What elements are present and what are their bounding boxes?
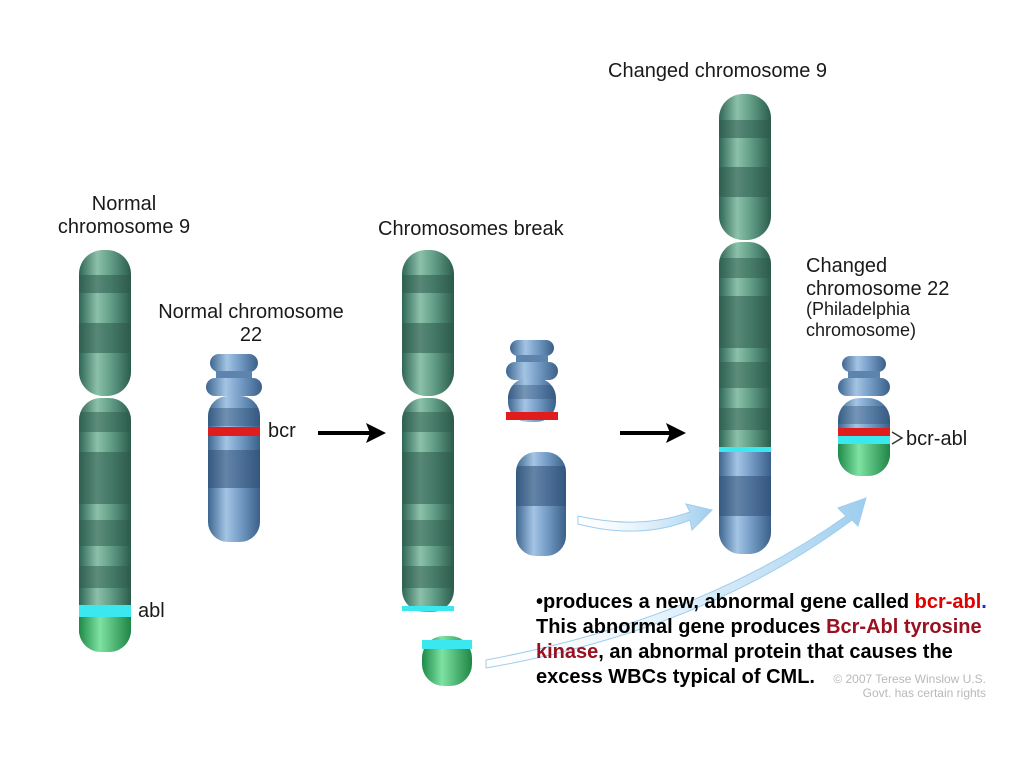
normal-chromosome-22 xyxy=(206,354,262,542)
label-changed-chromosome-22: Changed chromosome 22 xyxy=(806,255,950,300)
label-abl: abl xyxy=(138,600,165,622)
label-changed-chromosome-9: Changed chromosome 9 xyxy=(608,60,828,82)
label-chromosomes-break: Chromosomes break xyxy=(378,218,564,240)
caption-part3: , an abnormal protein that causes the ex… xyxy=(536,641,953,688)
broken-chromosome-22-bottom xyxy=(516,452,566,556)
caption-period: . xyxy=(981,591,987,613)
broken-chromosome-22-top xyxy=(506,340,558,422)
caption-part1: produces a new, abnormal gene called xyxy=(543,591,915,613)
bcr-abl-pointer xyxy=(891,431,904,445)
caption-protein-name: Bcr-Abl tyrosine kinase xyxy=(536,616,982,663)
caption-text: •produces a new, abnormal gene called bc… xyxy=(536,590,1006,690)
label-bcr: bcr xyxy=(268,420,296,442)
transfer-arrow-bcr-fragment xyxy=(577,503,713,532)
arrow-right-1 xyxy=(318,423,386,443)
normal-chromosome-9 xyxy=(79,250,131,652)
label-philadelphia: (Philadelphia chromosome) xyxy=(806,299,917,340)
broken-chromosome-9 xyxy=(402,250,454,612)
bcr-band xyxy=(208,427,260,436)
abl-fragment xyxy=(422,636,472,686)
abl-band xyxy=(79,605,131,617)
label-bcr-abl: bcr-abl xyxy=(906,428,968,450)
changed-chromosome-9 xyxy=(719,94,771,554)
label-normal-chromosome-9: Normal chromosome 9 xyxy=(57,193,191,238)
caption-gene-name: bcr-abl xyxy=(914,591,982,613)
label-normal-chromosome-22: Normal chromosome 22 xyxy=(158,301,344,346)
philadelphia-chromosome xyxy=(838,356,890,476)
copyright-notice: © 2007 Terese Winslow U.S. Govt. has cer… xyxy=(833,672,986,700)
caption-part2: This abnormal gene produces xyxy=(536,616,827,638)
transfer-arrow-abl-fragment xyxy=(485,497,867,669)
caption-bullet: • xyxy=(536,591,544,613)
arrow-right-2 xyxy=(620,423,686,443)
